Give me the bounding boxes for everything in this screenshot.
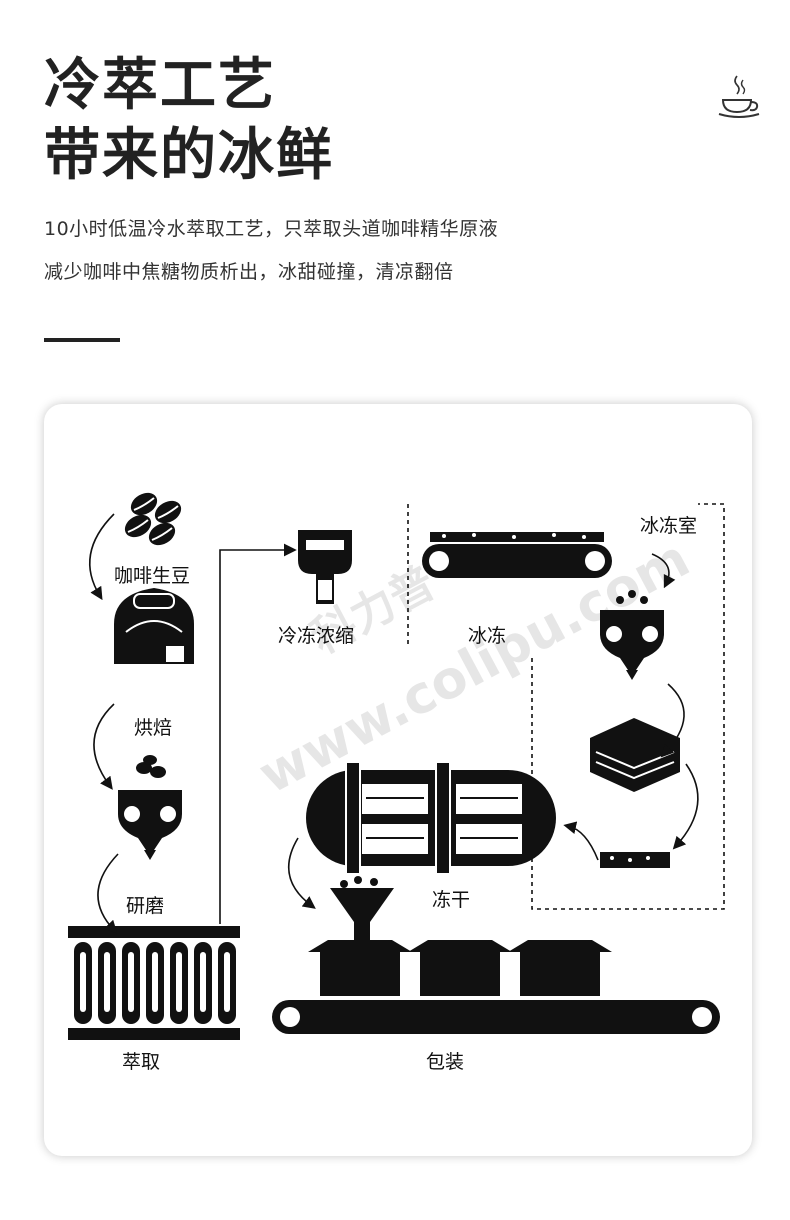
- concentrator-icon: [298, 530, 352, 604]
- coffee-beans-icon: [124, 492, 182, 546]
- label-beans: 咖啡生豆: [114, 565, 190, 587]
- label-freeze-dry: 冻干: [432, 889, 470, 911]
- granules-tray-icon: [600, 852, 670, 868]
- section-divider: [44, 338, 120, 342]
- label-extract: 萃取: [122, 1051, 160, 1073]
- label-roast: 烘焙: [134, 717, 172, 739]
- process-diagram: www.colipu.com 科力普 咖啡生豆 烘焙: [68, 492, 725, 1073]
- process-diagram-card: www.colipu.com 科力普 咖啡生豆 烘焙: [44, 404, 752, 1156]
- freezer-room-boundary: [531, 503, 725, 910]
- label-package: 包装: [426, 1051, 464, 1073]
- flow-arrows: [88, 513, 699, 934]
- frozen-slab-icon: [590, 718, 680, 792]
- label-freezer-room: 冰冻室: [640, 515, 697, 537]
- extraction-tanks-icon: [68, 926, 240, 1040]
- freezing-belt-icon: [422, 532, 612, 578]
- coffee-cup-icon: [718, 75, 760, 118]
- roaster-icon: [114, 588, 194, 664]
- freezer-grinder-icon: [600, 590, 664, 680]
- label-concentrate: 冷冻浓缩: [278, 625, 354, 647]
- label-freeze: 冰冻: [468, 625, 506, 647]
- grinder-icon: [118, 755, 182, 860]
- freeze-dryer-icon: [306, 761, 556, 875]
- packaging-belt-icon: [272, 940, 720, 1034]
- funnel-icon: [330, 876, 394, 942]
- label-grind: 研磨: [126, 895, 164, 917]
- subtitle-line1: 10小时低温冷水萃取工艺，只萃取头道咖啡精华原液: [44, 218, 499, 240]
- page-title-line1: 冷萃工艺: [44, 53, 276, 118]
- page-title-line2: 带来的冰鲜: [44, 123, 334, 188]
- subtitle-line2: 减少咖啡中焦糖物质析出，冰甜碰撞，清凉翻倍: [44, 261, 454, 283]
